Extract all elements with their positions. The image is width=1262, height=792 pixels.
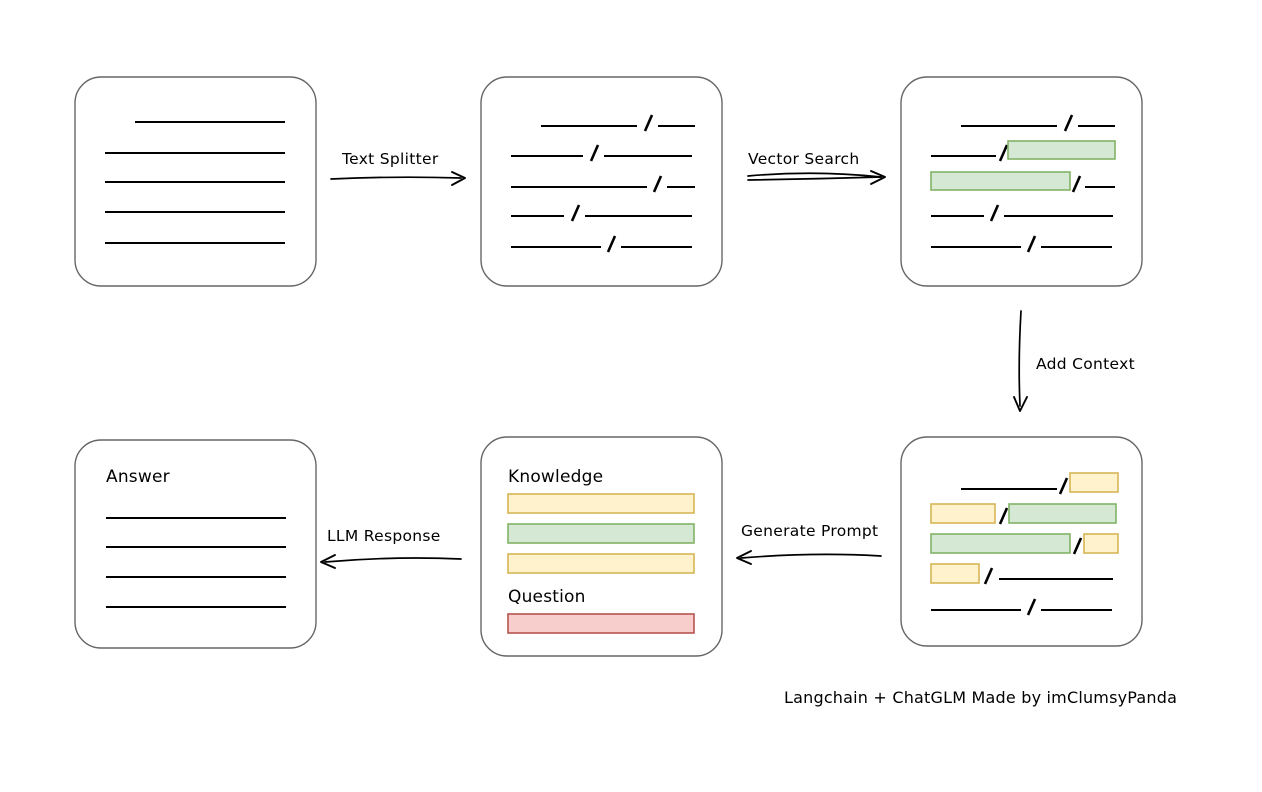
edge-label-vector-search: Vector Search — [748, 150, 859, 168]
edge-generate-prompt: Generate Prompt — [736, 522, 882, 565]
arrow-line-vector-search-top — [747, 172, 882, 178]
chunk-segment-highlight-yellow — [1069, 472, 1119, 493]
arrow-head-generate-prompt — [736, 550, 752, 565]
source-document-box — [74, 76, 317, 287]
knowledge-bars — [507, 493, 695, 574]
chunk-segment-highlight-green — [1008, 503, 1117, 524]
answer-box: Answer — [74, 439, 317, 649]
split-chunks-box — [480, 76, 723, 287]
question-bars — [507, 613, 695, 634]
chunk-separator-slash — [1026, 235, 1037, 253]
chunk-separator-slash — [1058, 477, 1069, 495]
matched-chunks-box — [900, 76, 1143, 287]
question-title: Question — [508, 587, 586, 607]
chunk-segment-highlight-green — [930, 171, 1071, 191]
chunk-separator-slash — [1026, 598, 1037, 616]
arrow-head-llm-response — [320, 554, 336, 569]
knowledge-title: Knowledge — [508, 467, 603, 487]
chunk-separator-slash — [606, 235, 617, 253]
edge-text-splitter: Text Splitter — [330, 150, 466, 186]
split-chunks-outline — [480, 76, 723, 287]
question-bar-red — [507, 613, 695, 634]
context-chunks-box — [900, 436, 1143, 647]
answer-lines — [106, 516, 286, 609]
footer-credit: Langchain + ChatGLM Made by imClumsyPand… — [784, 688, 1177, 707]
arrow-line-generate-prompt — [740, 553, 882, 559]
chunk-segment-highlight-yellow — [930, 503, 996, 524]
chunk-separator-slash — [989, 204, 1000, 222]
edge-label-add-context: Add Context — [1036, 355, 1135, 373]
chunk-separator-slash — [643, 114, 654, 132]
answer-outline — [74, 439, 317, 649]
arrow-line-llm-response — [324, 557, 462, 563]
arrow-line-vector-search-bottom — [747, 176, 882, 181]
chunk-separator-slash — [1063, 114, 1074, 132]
prompt-outline — [480, 436, 723, 657]
chunk-separator-slash — [998, 507, 1009, 525]
prompt-box: Knowledge Question — [480, 436, 723, 657]
chunk-segment-highlight-yellow — [1083, 533, 1119, 554]
chunk-separator-slash — [998, 144, 1009, 162]
knowledge-bar-green — [507, 523, 695, 544]
arrow-head-add-context — [1013, 396, 1028, 412]
chunk-separator-slash — [652, 175, 663, 193]
split-chunks-rows — [511, 114, 695, 253]
chunk-separator-slash — [983, 567, 994, 585]
answer-title: Answer — [106, 467, 170, 487]
source-document-lines — [105, 120, 285, 245]
knowledge-bar-yellow — [507, 553, 695, 574]
edge-llm-response: LLM Response — [320, 527, 462, 569]
edge-label-text-splitter: Text Splitter — [341, 150, 439, 168]
matched-chunks-rows — [930, 114, 1116, 253]
arrow-head-vector-search — [870, 170, 886, 185]
chunk-separator-slash — [570, 204, 581, 222]
chunk-segment-highlight-green — [930, 533, 1071, 554]
arrow-line-text-splitter — [330, 176, 462, 180]
context-chunks-rows — [930, 472, 1119, 616]
chunk-separator-slash — [1072, 537, 1083, 555]
chunk-segment-highlight-green — [1007, 140, 1116, 160]
arrow-line-add-context — [1018, 310, 1022, 407]
edge-label-llm-response: LLM Response — [327, 527, 441, 545]
chunk-separator-slash — [1071, 175, 1082, 193]
chunk-segment-highlight-yellow — [930, 563, 980, 584]
edge-vector-search: Vector Search — [747, 150, 886, 185]
edge-label-generate-prompt: Generate Prompt — [741, 522, 878, 540]
knowledge-bar-yellow — [507, 493, 695, 514]
chunk-separator-slash — [589, 144, 600, 162]
edge-add-context: Add Context — [1013, 310, 1135, 412]
arrow-head-text-splitter — [451, 171, 466, 186]
